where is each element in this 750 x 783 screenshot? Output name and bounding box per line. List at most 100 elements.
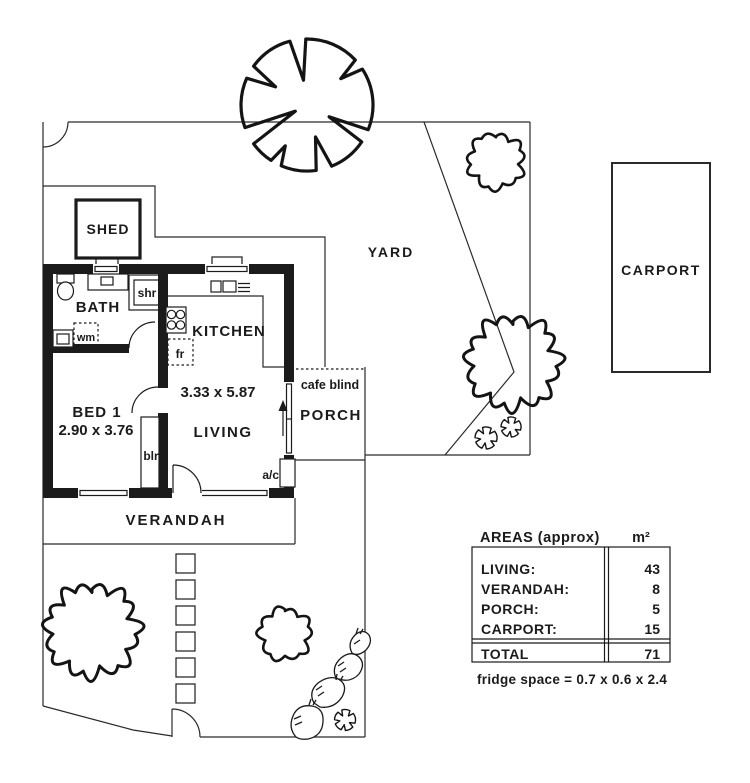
areas-table-title: AREAS (approx) [480,530,600,546]
areas-table: AREAS (approx) m² LIVING: 43 VERANDAH: 8… [471,530,671,687]
wall-central-upper [158,274,168,388]
vanity [87,273,129,291]
stepping-stone-icon [175,553,196,574]
kitchen-window [206,265,248,273]
table-row-value: 5 [652,601,660,617]
shed-outline [74,198,142,260]
kitchen-fixtures [165,280,284,368]
yard-label: YARD [368,244,414,260]
carport-outline [611,162,711,373]
boundary-bottom-left-diagonal [42,705,173,737]
boiler-cupboard [140,416,160,489]
fridge-label: fr [176,347,185,361]
fridge-space-note: fridge space = 0.7 x 0.6 x 2.4 [477,672,667,687]
washing-machine-space [73,322,99,346]
living-label: LIVING [193,424,252,441]
shrub-icon [41,583,146,683]
bed1-dims: 2.90 x 3.76 [58,422,133,439]
table-row-value: 43 [644,561,660,577]
bed1-window [79,489,128,497]
verandah-label: VERANDAH [125,512,226,529]
kitchen-window-sill [211,256,243,266]
bush-icon [500,416,522,438]
boiler-label: blr [143,449,159,463]
toilet-bowl [56,281,75,301]
areas-table-unit-header: m² [632,530,650,546]
shrub-icon [462,315,567,415]
entry-arrow-icon [278,400,288,436]
porch-outline [295,368,365,461]
table-row-label: PORCH: [481,601,539,617]
fence-yard-diagonal [423,121,515,456]
shrub-icon [465,132,526,193]
stepping-stone-icon [175,579,196,600]
shower-inner [133,279,161,306]
living-window-gap [198,488,269,498]
shed-label: SHED [87,221,130,237]
stepping-stone-icon [175,683,196,704]
windows [78,255,296,498]
garden-gate [171,708,201,738]
washing-machine-label: wm [76,332,96,344]
porch-label: PORCH [300,407,362,424]
stepping-stone-icon [175,605,196,626]
landscaping [41,37,567,732]
doors [128,321,202,494]
kitchen-label: KITCHEN [192,323,266,340]
drainer-icon [238,282,250,293]
carport-label: CARPORT [621,262,701,278]
table-row-value: 8 [652,581,660,597]
shower-outer [128,274,166,311]
bath-label: BATH [76,299,121,316]
shower-label: shr [138,286,157,300]
front-door-gap [172,488,202,498]
bath-fixtures [52,273,166,348]
yard-fences [43,121,515,456]
kitchen-sink-right [222,280,237,293]
burner-icon [166,309,177,320]
ac-label: a/c [262,468,279,482]
bed1-label: BED 1 [72,404,121,421]
stepping-stones [175,553,196,704]
wall-right [284,264,294,498]
laundry-tub-inner [56,333,70,345]
fence-near-shed [43,185,326,367]
rocks-icon [290,627,372,740]
table-row-label: CARPORT: [481,621,557,637]
kitchen-counter-line [168,295,284,368]
vanity-basin [100,276,114,286]
tree-icon [239,37,375,173]
shrub-icon [255,605,314,663]
fridge-space [167,338,194,366]
bush-icon [333,708,357,732]
stepping-stone-icon [175,631,196,652]
wall-bath-bottom [53,344,129,353]
bath-window [94,265,118,273]
bed1-window-gap [78,488,129,498]
burner-icon [175,309,186,320]
stepping-stone-icon [175,657,196,678]
verandah-outline [43,498,296,545]
gate-arc-top-left [42,121,69,148]
areas-table-column-divider [603,547,610,662]
air-conditioner-unit [279,458,296,488]
burner-icon [166,320,177,330]
kitchen-sink-left [210,280,222,293]
wall-top [43,264,294,274]
areas-table-total-divider [472,638,670,644]
table-total-label: TOTAL [481,646,529,662]
house-walls [43,264,294,498]
table-row-label: VERANDAH: [481,581,570,597]
table-row-label: LIVING: [481,561,536,577]
table-row-value: 15 [644,621,660,637]
bush-icon [474,426,498,450]
bath-door-arc [128,321,156,349]
bed1-door-arc [131,386,159,414]
bath-window-gap [93,264,119,274]
front-door [172,464,202,494]
cafe-blind-label: cafe blind [301,378,359,392]
wall-left [43,264,53,498]
areas-table-border [471,546,671,663]
